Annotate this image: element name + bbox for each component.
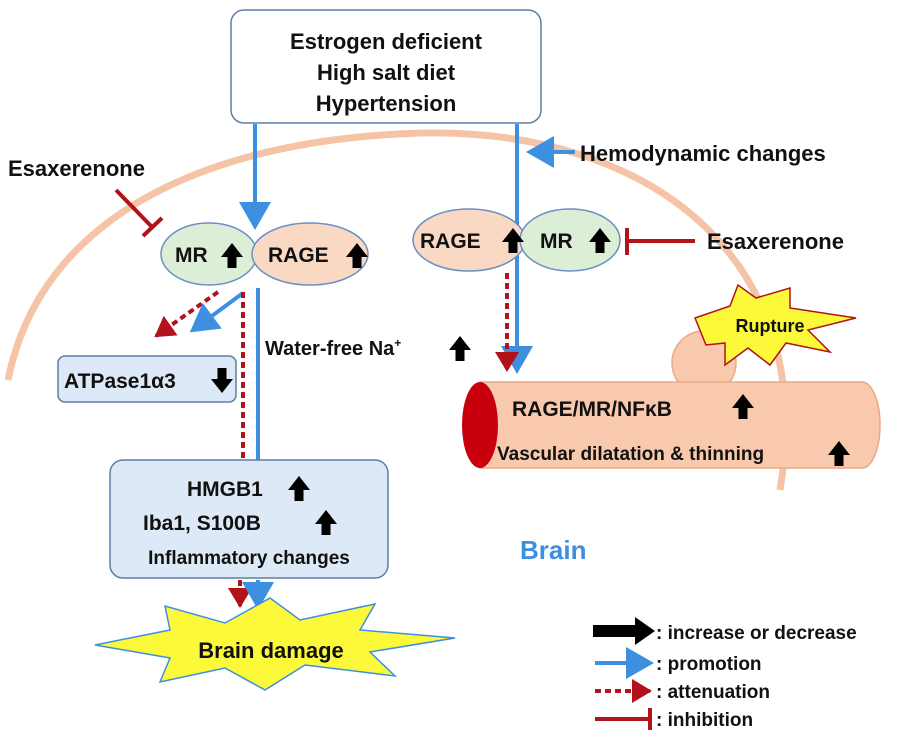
legend-inhibition-icon xyxy=(595,708,652,730)
right-receptor-complex: RAGE MR xyxy=(412,208,621,272)
brain-damage-burst: Brain damage xyxy=(94,597,456,691)
attenuation-arrow-to-atpase xyxy=(154,290,220,338)
brain-label: Brain xyxy=(520,535,586,565)
left-receptor-complex: MR RAGE xyxy=(160,222,369,286)
estrogen-deficient-label: Estrogen deficient xyxy=(290,29,483,54)
right-inhibition-mark xyxy=(625,228,695,255)
iba1-s100b-label: Iba1, S100B xyxy=(143,512,261,535)
atpase-box: ATPase1α3 xyxy=(57,355,237,403)
brain-damage-label: Brain damage xyxy=(198,638,344,663)
legend-attenuation-label: : attenuation xyxy=(656,682,770,703)
promotion-arrow-to-atpase xyxy=(189,291,245,333)
legend-promotion-label: : promotion xyxy=(656,654,762,675)
legend-inhibition-label: : inhibition xyxy=(656,710,753,731)
legend: : increase or decrease : promotion : att… xyxy=(593,617,857,731)
blood-vessel xyxy=(462,330,881,469)
water-free-na-label: Water-free Na+ xyxy=(265,336,401,360)
legend-increase-arrow-icon xyxy=(593,617,655,645)
inflammatory-changes-label: Inflammatory changes xyxy=(148,548,350,569)
right-esaxerenone-label: Esaxerenone xyxy=(707,229,844,254)
inflammation-box: HMGB1 Iba1, S100B Inflammatory changes xyxy=(109,459,389,579)
hmgb1-label: HMGB1 xyxy=(187,478,263,501)
hemodynamic-changes-label: Hemodynamic changes xyxy=(580,141,826,166)
na-superscript: + xyxy=(394,336,401,350)
left-rage-label: RAGE xyxy=(268,244,329,267)
top-conditions-box: Estrogen deficient High salt diet Hypert… xyxy=(230,9,542,124)
left-inhibition-mark xyxy=(114,188,164,238)
rupture-burst: Rupture xyxy=(694,283,857,367)
right-rage-label: RAGE xyxy=(420,230,481,253)
legend-increase-label: : increase or decrease xyxy=(656,623,857,644)
water-free-na-up-arrow-icon xyxy=(449,336,471,361)
high-salt-diet-label: High salt diet xyxy=(317,60,456,85)
vessel-opening xyxy=(462,382,498,468)
hypertension-label: Hypertension xyxy=(316,91,457,116)
rage-mr-nfkb-label: RAGE/MR/NFκB xyxy=(512,398,672,421)
left-mr-label: MR xyxy=(175,244,208,267)
vascular-dilatation-label: Vascular dilatation & thinning xyxy=(497,444,764,465)
right-mr-label: MR xyxy=(540,230,573,253)
left-rage-ellipse xyxy=(251,222,369,286)
atpase-label: ATPase1α3 xyxy=(64,370,176,393)
rupture-label: Rupture xyxy=(736,316,805,336)
left-esaxerenone-label: Esaxerenone xyxy=(8,156,145,181)
